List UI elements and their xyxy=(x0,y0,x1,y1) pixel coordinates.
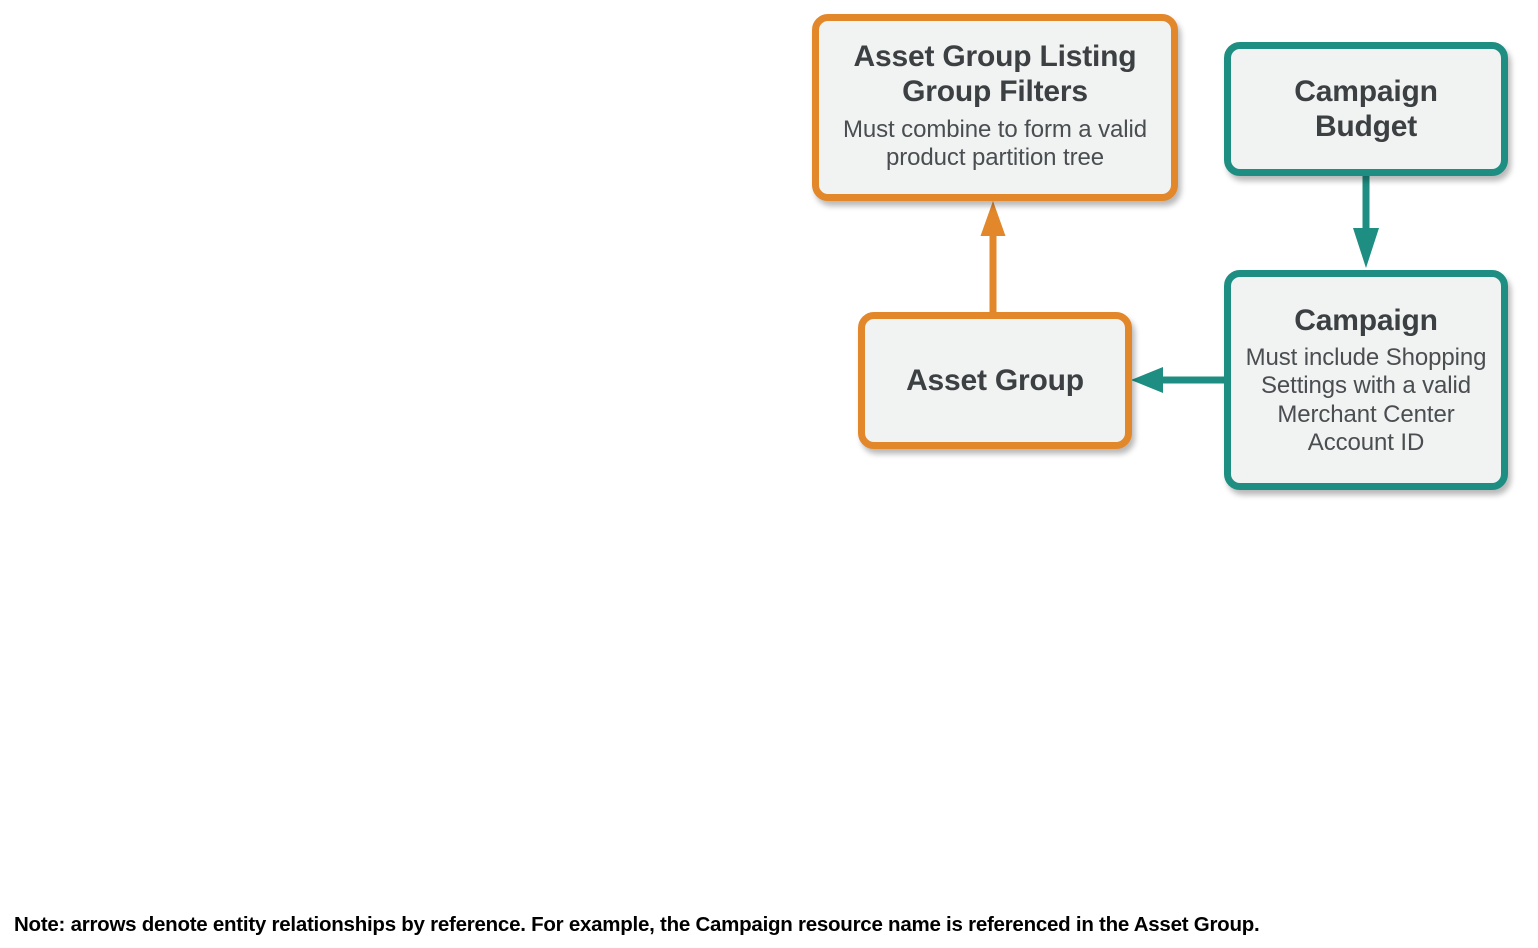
node-subtitle: Must combine to form a valid product par… xyxy=(843,115,1147,171)
node-subtitle: Must include Shopping Settings with a va… xyxy=(1245,344,1487,456)
edge-campaign-budget-to-campaign xyxy=(1353,174,1379,268)
node-asset-group-listing-group-filters[interactable]: Asset Group Listing Group Filters Must c… xyxy=(812,14,1178,201)
node-title: Asset Group Listing Group Filters xyxy=(853,39,1137,109)
node-title: Campaign xyxy=(1294,303,1438,337)
diagram-note: Note: arrows denote entity relationships… xyxy=(14,913,1260,936)
node-asset-group[interactable]: Asset Group xyxy=(858,312,1132,449)
node-title: Asset Group xyxy=(906,363,1084,397)
node-campaign-budget[interactable]: Campaign Budget xyxy=(1224,42,1508,176)
node-campaign[interactable]: Campaign Must include Shopping Settings … xyxy=(1224,270,1508,490)
node-title: Campaign Budget xyxy=(1294,74,1438,143)
edge-asset-group-to-listing-group-filters xyxy=(980,201,1006,315)
edge-campaign-to-asset-group xyxy=(1131,367,1226,393)
